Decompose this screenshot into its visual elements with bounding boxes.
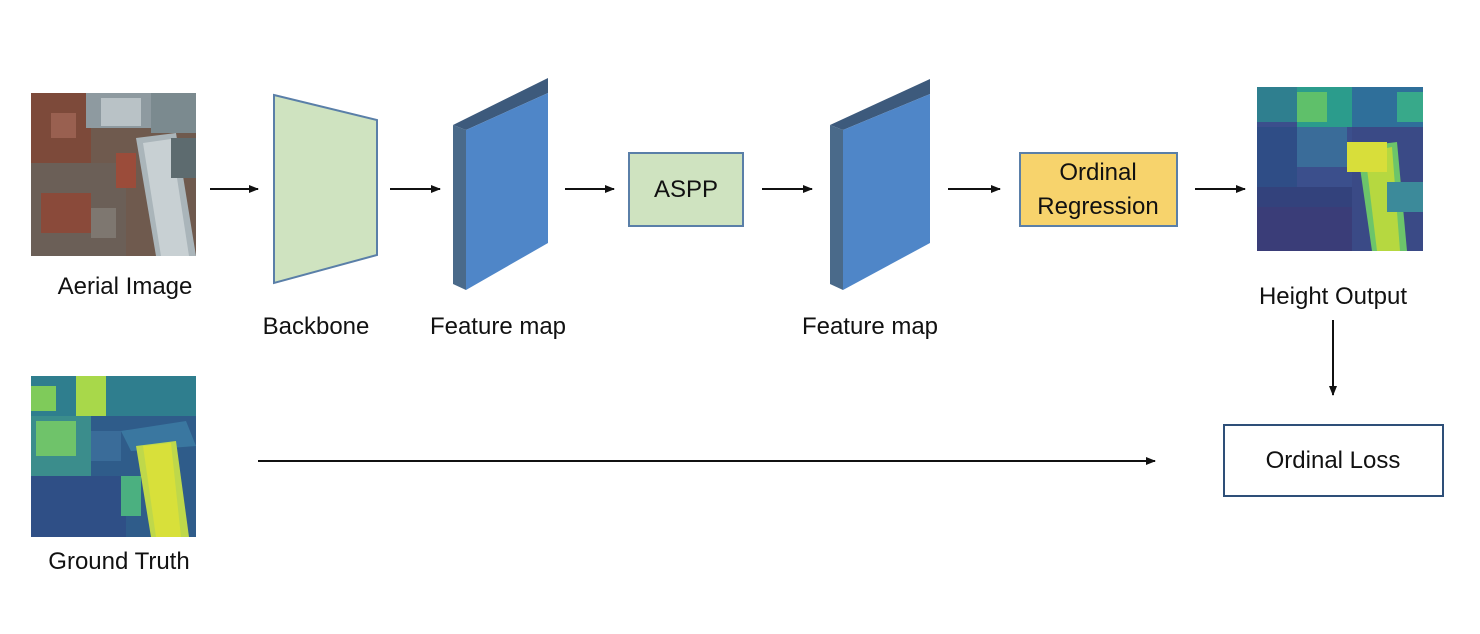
aerial-image [31, 93, 196, 256]
feature-map-2-label: Feature map [802, 313, 938, 340]
ordinal-regression-block [1019, 152, 1178, 227]
ordinal-regression-label-line2: Regression [1037, 193, 1158, 220]
height-output-label: Height Output [1259, 283, 1407, 310]
feature-map-1-label: Feature map [430, 313, 566, 340]
backbone-label: Backbone [263, 313, 370, 340]
backbone-block [273, 93, 378, 285]
ordinal-loss-label: Ordinal Loss [1266, 447, 1401, 474]
aerial-image-label: Aerial Image [58, 273, 193, 300]
ordinal-regression-label-line1: Ordinal [1059, 159, 1136, 186]
feature-map-1-block [453, 78, 548, 290]
aspp-label: ASPP [654, 176, 718, 203]
ground-truth-label: Ground Truth [48, 548, 189, 575]
aspp-block [628, 152, 744, 227]
feature-map-2-block [830, 79, 930, 290]
ground-truth-image [31, 376, 196, 537]
height-output-image [1257, 87, 1423, 251]
ordinal-loss-block [1223, 424, 1444, 497]
